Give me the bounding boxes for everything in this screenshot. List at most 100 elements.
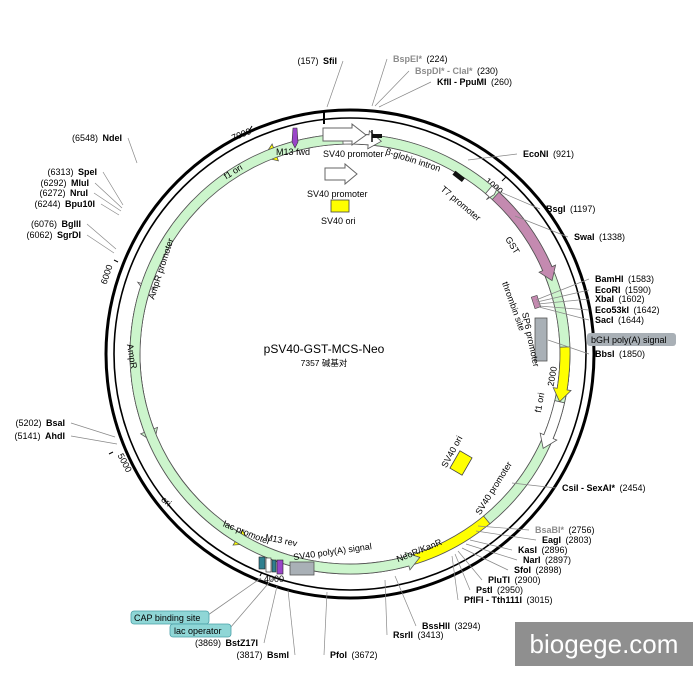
tick-6000 [113,259,119,263]
site-leader-25 [287,589,296,656]
plasmid-size: 7357 碱基对 [301,358,348,368]
site-leader-31 [100,203,120,216]
site-position: (6313) [48,167,74,177]
site-leader-15 [475,530,537,541]
feature-arc-4 [129,133,571,575]
site-name: CsiI - SexAI* [562,483,616,493]
site-name: BbsI [595,349,615,359]
site-label-12: BbsI (1850) [595,344,645,361]
site-name: PluTI [488,575,510,585]
site-name: BsaI [46,418,65,428]
site-name: BssHII [422,621,450,631]
site-label-21: PflFI - Tth111I (3015) [464,590,552,607]
site-name: EcoRI [595,285,621,295]
t7-promoter-bar [452,170,465,183]
site-name: BsmI [267,650,289,660]
site-name: AhdI [45,431,65,441]
site-leader-3 [378,81,432,108]
site-label-34: (6313) SpeI [48,162,97,179]
site-name: Eco53kI [595,305,629,315]
label-t7-promoter: T7 promoter [439,184,483,223]
site-position: (1642) [633,305,659,315]
site-leader-12 [547,339,590,355]
site-position: (3413) [417,630,443,640]
feature-arc-6 [484,185,499,200]
lac-operator-leader [229,577,274,629]
label-sv40-promoter-top: SV40 promoter [323,149,384,159]
site-position: (3294) [454,621,480,631]
site-name: RsrII [393,630,413,640]
site-label-35: (6548) NdeI [72,128,122,145]
site-name: BglII [62,219,82,229]
site-position: (1602) [618,294,644,304]
site-name: NarI [523,555,541,565]
site-label-6: SwaI (1338) [574,227,625,244]
site-label-22: BssHII (3294) [422,616,480,633]
site-label-1: BspEI* (224) [393,49,447,66]
site-position: (6244) [35,199,61,209]
site-leader-17 [465,543,518,561]
site-position: (6062) [27,230,53,240]
site-position: (1644) [618,315,644,325]
site-name: NruI [70,188,88,198]
tick-7000 [248,125,253,132]
site-position: (2756) [568,525,594,535]
site-name: EagI [542,535,561,545]
site-position: (6272) [40,188,66,198]
site-position: (3672) [351,650,377,660]
site-label-8: EcoRI (1590) [595,280,651,297]
site-position: (921) [553,149,574,159]
site-label-31: (6244) Bpu10I [35,194,95,211]
site-position: (230) [477,66,498,76]
cap-tag [130,610,210,625]
sv40-ori-top-box [330,199,350,213]
site-position: (1197) [570,204,595,214]
sv40-ori-right-box [449,450,473,476]
site-position: (1338) [599,232,625,242]
site-position: (2950) [497,585,523,595]
site-position: (3015) [526,595,552,605]
site-position: (5202) [16,418,42,428]
site-label-29: (6062) SgrDI [27,225,81,242]
site-label-26: (3869) BstZ17I [195,633,258,650]
site-name: SacI [595,315,614,325]
site-name: NdeI [102,133,122,143]
site-name: SfoI [514,565,531,575]
site-label-32: (6272) NruI [40,183,88,200]
site-position: (157) [298,56,319,66]
site-position: (6076) [31,219,57,229]
bgh-polya-box [534,317,548,362]
site-name: SfiI [323,56,337,66]
label-m13-fwd: M13 fwd [276,147,310,157]
site-label-30: (6076) BglII [31,214,81,231]
site-label-13: CsiI - SexAI* (2454) [562,478,646,495]
feature-arc-7 [491,191,557,282]
site-label-3: KflI - PpuMI (260) [437,72,512,89]
site-position: (6548) [72,133,98,143]
site-name: KflI - PpuMI [437,77,487,87]
label-sv40-promoter-inner: SV40 promoter [307,189,368,199]
site-position: (2900) [514,575,540,585]
site-label-0: (157) SfiI [298,51,337,68]
m13-fwd-marker [291,127,299,149]
site-leader-2 [374,70,410,107]
site-label-5: BsgI (1197) [546,199,595,216]
site-leader-18 [461,547,509,571]
site-leader-13 [511,482,557,489]
site-name: XbaI [595,294,614,304]
site-leader-27 [70,435,118,445]
backbone-outer [104,108,596,600]
site-leader-lines [70,58,590,656]
site-label-2: BspDI* - ClaI* (230) [415,61,498,78]
site-name: SwaI [574,232,595,242]
site-name: BspDI* - ClaI* [415,66,473,76]
site-leader-19 [457,550,483,581]
label-bgh: bGH poly(A) signal [591,335,667,345]
site-leader-16 [469,539,513,551]
site-leader-10 [538,305,590,311]
site-leader-8 [536,289,590,303]
site-label-24: PfoI (3672) [330,645,377,662]
site-position: (1590) [625,285,651,295]
site-leader-28 [70,422,116,438]
label-sv40-ori-top: SV40 ori [321,216,356,226]
